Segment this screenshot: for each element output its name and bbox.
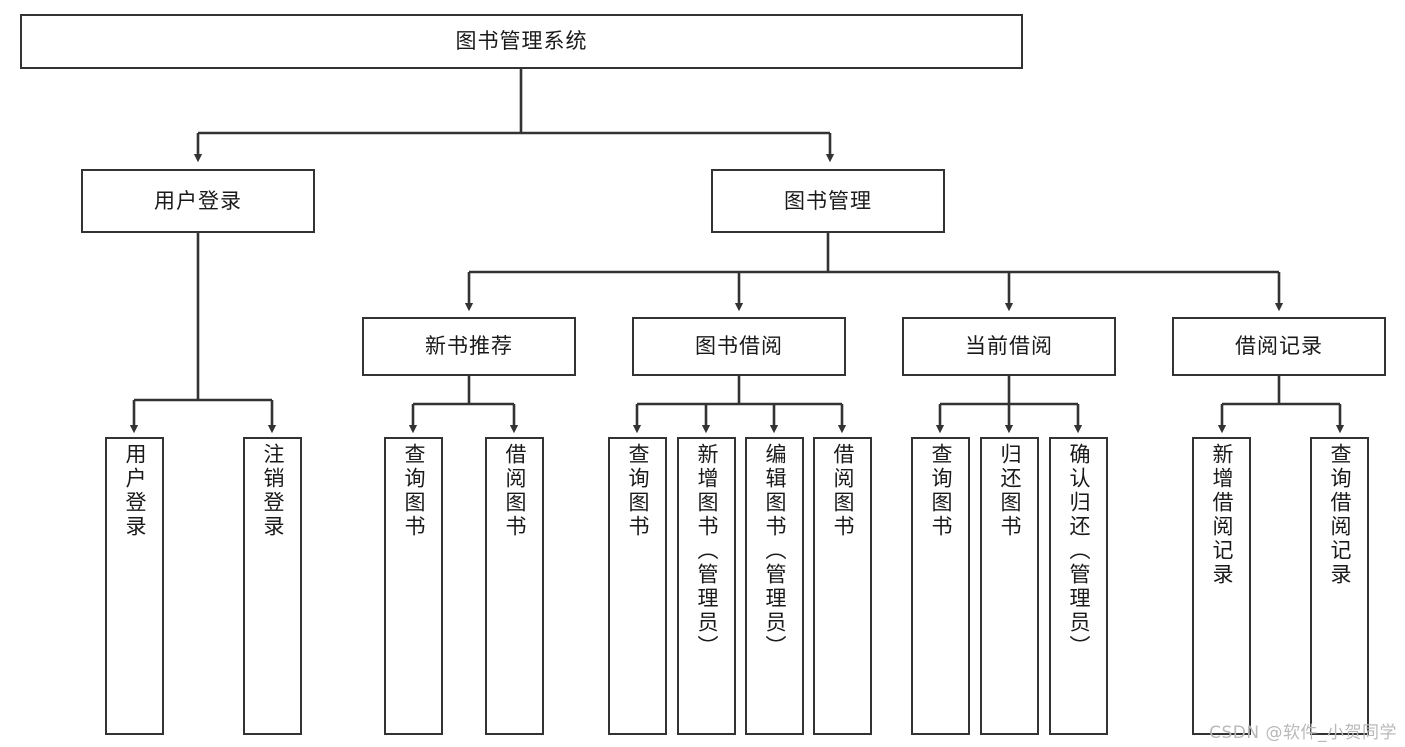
leaf-label: 新增借阅记录 <box>1210 443 1234 587</box>
leaf-label: 查询图书 <box>402 443 426 539</box>
node-current-borrow[interactable]: 当前借阅 <box>902 317 1116 376</box>
node-book-borrow-label: 图书借阅 <box>695 334 783 359</box>
leaf-new-book-borrow[interactable]: 借阅图书 <box>485 437 544 735</box>
leaf-book-borrow-edit[interactable]: 编辑图书（管理员） <box>745 437 804 735</box>
node-new-book-recommend-label: 新书推荐 <box>425 334 513 359</box>
leaf-new-book-query[interactable]: 查询图书 <box>384 437 443 735</box>
leaf-user-login-signin[interactable]: 用户登录 <box>105 437 164 735</box>
leaf-label: 注销登录 <box>261 443 285 539</box>
leaf-label: 查询图书 <box>929 443 953 539</box>
node-root[interactable]: 图书管理系统 <box>20 14 1023 69</box>
leaf-current-borrow-confirm-return[interactable]: 确认归还（管理员） <box>1049 437 1108 735</box>
leaf-borrow-record-query[interactable]: 查询借阅记录 <box>1310 437 1369 735</box>
leaf-label: 编辑图书（管理员） <box>763 443 787 659</box>
leaf-borrow-record-add[interactable]: 新增借阅记录 <box>1192 437 1251 735</box>
leaf-label: 借阅图书 <box>831 443 855 539</box>
leaf-user-login-signout[interactable]: 注销登录 <box>243 437 302 735</box>
node-book-management-label: 图书管理 <box>784 188 872 213</box>
node-current-borrow-label: 当前借阅 <box>965 334 1053 359</box>
node-user-login-label: 用户登录 <box>154 188 242 213</box>
leaf-label: 借阅图书 <box>503 443 527 539</box>
node-borrow-record[interactable]: 借阅记录 <box>1172 317 1386 376</box>
leaf-current-borrow-query[interactable]: 查询图书 <box>911 437 970 735</box>
node-book-management[interactable]: 图书管理 <box>711 169 945 233</box>
leaf-current-borrow-return[interactable]: 归还图书 <box>980 437 1039 735</box>
leaf-book-borrow-add[interactable]: 新增图书（管理员） <box>677 437 736 735</box>
leaf-book-borrow-query[interactable]: 查询图书 <box>608 437 667 735</box>
leaf-book-borrow-lend[interactable]: 借阅图书 <box>813 437 872 735</box>
leaf-label: 用户登录 <box>123 443 147 539</box>
leaf-label: 查询图书 <box>626 443 650 539</box>
leaf-label: 新增图书（管理员） <box>695 443 719 659</box>
leaf-label: 确认归还（管理员） <box>1067 443 1091 659</box>
node-new-book-recommend[interactable]: 新书推荐 <box>362 317 576 376</box>
node-user-login[interactable]: 用户登录 <box>81 169 315 233</box>
node-root-label: 图书管理系统 <box>455 29 588 54</box>
leaf-label: 归还图书 <box>998 443 1022 539</box>
leaf-label: 查询借阅记录 <box>1328 443 1352 587</box>
node-borrow-record-label: 借阅记录 <box>1235 334 1323 359</box>
watermark-text: CSDN @软件_小贺同学 <box>1209 723 1397 743</box>
node-book-borrow[interactable]: 图书借阅 <box>632 317 846 376</box>
